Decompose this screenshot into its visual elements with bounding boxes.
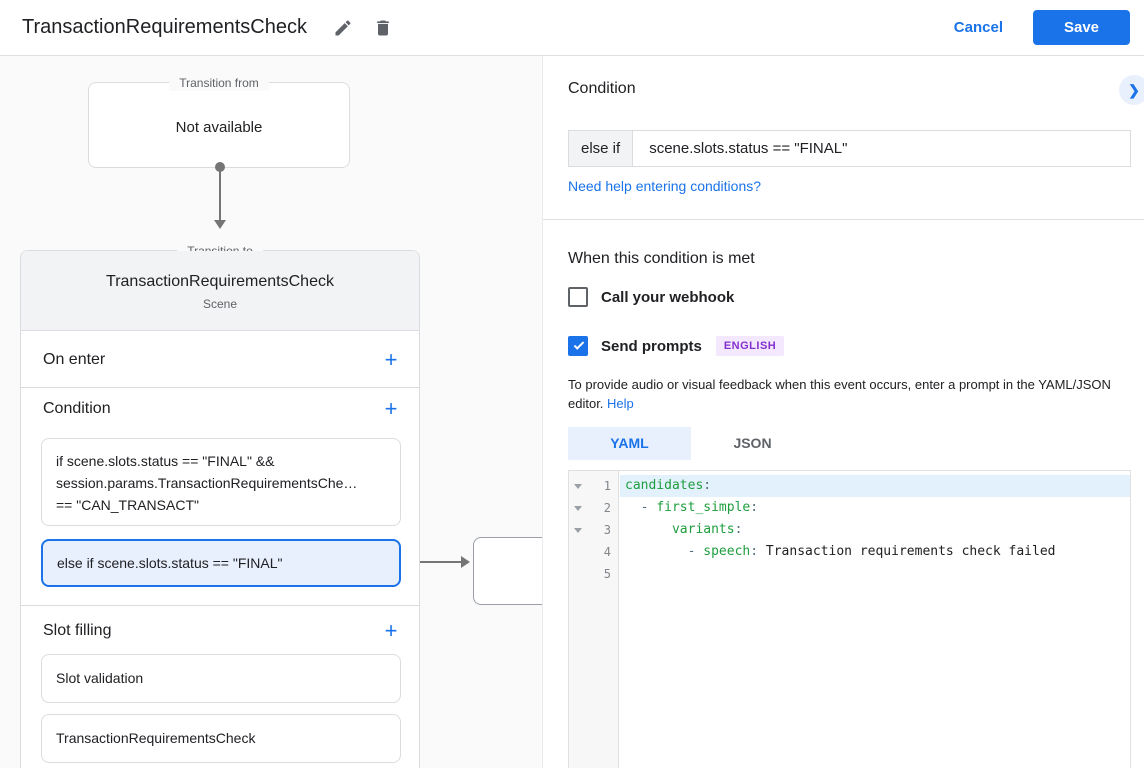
code-line[interactable]: candidates: xyxy=(620,475,1130,497)
slot-filling-label: Slot filling xyxy=(43,622,112,639)
add-on-enter-button[interactable]: + xyxy=(379,348,403,372)
call-webhook-checkbox[interactable] xyxy=(568,287,588,307)
slot-filling-section: Slot filling + Slot validation Transacti… xyxy=(21,606,419,768)
arrow-down-icon xyxy=(214,220,226,229)
scene-type-label: Scene xyxy=(202,297,238,311)
prompt-description: To provide audio or visual feedback when… xyxy=(568,375,1135,413)
fold-arrow-icon[interactable] xyxy=(574,528,582,533)
pencil-icon xyxy=(333,18,353,38)
line-number: 3 xyxy=(603,523,611,537)
editor-tabs: YAML JSON xyxy=(568,427,814,460)
condition-line: session.params.TransactionRequirementsCh… xyxy=(56,475,358,491)
add-slot-button[interactable]: + xyxy=(379,619,403,643)
collapse-panel-button[interactable]: ❯ xyxy=(1119,75,1144,105)
editor-code[interactable]: candidates: - first_simple: variants: - … xyxy=(620,471,1130,768)
cancel-button[interactable]: Cancel xyxy=(953,19,1003,36)
editor-gutter: 1 2 3 4 5 xyxy=(569,471,619,768)
code-line[interactable]: - first_simple: xyxy=(640,500,759,515)
condition-section: Condition + if scene.slots.status == "FI… xyxy=(21,388,419,606)
condition-section-label: Condition xyxy=(43,400,111,417)
code-line[interactable] xyxy=(620,563,1130,585)
on-enter-label: On enter xyxy=(43,351,106,368)
call-webhook-label: Call your webhook xyxy=(601,288,735,306)
line-number: 1 xyxy=(603,479,611,493)
slot-item-validation[interactable]: Slot validation xyxy=(41,654,401,703)
edit-title-button[interactable] xyxy=(325,10,361,46)
chevron-right-icon: ❯ xyxy=(1128,81,1140,98)
send-prompts-label: Send prompts xyxy=(601,337,702,355)
section-divider xyxy=(543,219,1144,220)
send-prompts-checkbox[interactable] xyxy=(568,336,588,356)
condition-editor-panel: Condition ❯ else if Need help entering c… xyxy=(542,56,1144,768)
prompt-description-text: To provide audio or visual feedback when… xyxy=(568,377,1111,411)
condition-item-2-selected[interactable]: else if scene.slots.status == "FINAL" xyxy=(41,539,401,587)
tab-yaml[interactable]: YAML xyxy=(568,427,691,460)
arrow-right-icon xyxy=(461,556,470,568)
condition-expression-input[interactable] xyxy=(633,131,1130,166)
scene-card: Transition to TransactionRequirementsChe… xyxy=(20,243,420,768)
transition-from-box: Transition from Not available xyxy=(88,75,350,168)
tab-json[interactable]: JSON xyxy=(733,435,772,451)
prompt-help-link[interactable]: Help xyxy=(607,396,634,411)
yaml-editor[interactable]: 1 2 3 4 5 candidates: - first_simple: varian… xyxy=(568,470,1131,768)
condition-line: == "CAN_TRANSACT" xyxy=(56,497,199,513)
transition-target-box[interactable] xyxy=(473,537,542,605)
panel-title: Condition xyxy=(568,80,636,97)
checkmark-icon xyxy=(573,339,585,350)
page-title: TransactionRequirementsCheck xyxy=(22,16,307,38)
scene-flow-canvas: Transition from Not available Transition… xyxy=(0,56,542,768)
add-condition-button[interactable]: + xyxy=(379,397,403,421)
slot-item-transaction-requirements[interactable]: TransactionRequirementsCheck xyxy=(41,714,401,763)
else-if-prefix-label: else if xyxy=(569,131,634,166)
condition-item-1[interactable]: if scene.slots.status == "FINAL" && sess… xyxy=(41,438,401,526)
fold-arrow-icon[interactable] xyxy=(574,506,582,511)
language-badge: ENGLISH xyxy=(715,336,785,356)
condition-arrow-line xyxy=(405,561,461,563)
line-number: 5 xyxy=(603,567,611,581)
top-bar: TransactionRequirementsCheck Cancel Save xyxy=(0,0,1144,56)
line-number: 2 xyxy=(603,501,611,515)
send-prompts-row: Send prompts ENGLISH xyxy=(568,336,785,356)
line-number: 4 xyxy=(603,545,611,559)
condition-help-link[interactable]: Need help entering conditions? xyxy=(568,178,762,194)
on-enter-section: On enter + xyxy=(21,332,419,388)
transition-from-legend: Transition from xyxy=(169,75,269,91)
fold-arrow-icon[interactable] xyxy=(574,484,582,489)
scene-name: TransactionRequirementsCheck xyxy=(106,273,334,290)
when-condition-met-title: When this condition is met xyxy=(568,250,755,267)
save-button[interactable]: Save xyxy=(1033,10,1130,45)
transition-arrow-line xyxy=(219,167,221,222)
delete-scene-button[interactable] xyxy=(365,10,401,46)
code-line[interactable]: - speech: Transaction requirements check… xyxy=(687,544,1056,559)
call-webhook-row: Call your webhook xyxy=(568,287,734,307)
condition-line: if scene.slots.status == "FINAL" && xyxy=(56,453,275,469)
code-line[interactable]: variants: xyxy=(671,522,743,537)
transition-from-value: Not available xyxy=(175,119,263,136)
trash-icon xyxy=(373,18,393,38)
condition-expression-field: else if xyxy=(568,130,1131,167)
scene-card-header: TransactionRequirementsCheck Scene xyxy=(21,251,419,331)
